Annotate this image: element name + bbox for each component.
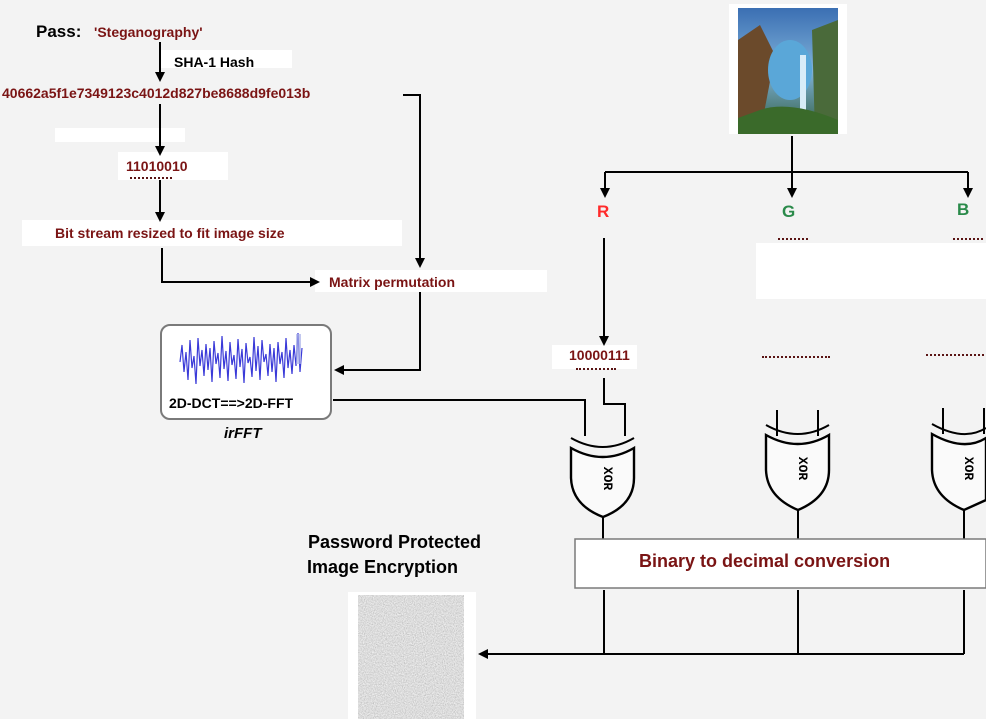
b-bits-dots — [926, 354, 984, 356]
arrow-conversion-to-output — [478, 590, 965, 659]
arrow-fft-to-xor — [333, 399, 586, 436]
key-bits: 11010010 — [126, 158, 188, 174]
output-title-line1: Password Protected — [308, 532, 482, 552]
conversion-box — [574, 538, 986, 589]
xor-gate-g — [764, 410, 831, 540]
conversion-label: Binary to decimal conversion — [639, 551, 891, 571]
pixel-bits-dots — [576, 368, 616, 370]
encrypted-image — [348, 592, 476, 719]
key-bits-dots — [130, 177, 172, 179]
xor-gate-r — [569, 437, 636, 540]
arrow-resize-to-matrix — [161, 248, 320, 287]
matrix-label: Matrix permutation — [329, 274, 456, 290]
arrow-matrix-to-fft — [334, 292, 421, 375]
hash-value: 40662a5f1e7349123c4012d827be8688d9fe013b — [2, 85, 311, 101]
resize-label: Bit stream resized to fit image size — [55, 225, 285, 241]
waveform-icon — [179, 332, 303, 385]
output-title-line2: Image Encryption — [307, 557, 459, 577]
pass-value: 'Steganography' — [94, 24, 203, 40]
g-bits-dots — [762, 356, 830, 358]
source-image — [729, 4, 847, 134]
arrow-image-to-channels — [600, 136, 973, 198]
fft-box — [160, 324, 332, 420]
channel-b-dots — [953, 238, 983, 240]
xor-label-b: XOR — [961, 456, 977, 481]
fft-caption: irFFT — [224, 425, 262, 442]
arrow-hash-to-matrix — [403, 94, 425, 268]
channel-b-label: B — [957, 200, 970, 219]
pixel-bits: 10000111 — [569, 347, 630, 363]
pass-label: Pass: — [36, 22, 82, 41]
hash-label: SHA-1 Hash — [174, 54, 255, 70]
fft-box-label: 2D-DCT==>2D-FFT — [169, 395, 294, 411]
channel-r-label: R — [597, 202, 610, 221]
xor-label-r: XOR — [600, 466, 616, 491]
arrow-bits-to-xor — [603, 378, 626, 436]
channel-g-label: G — [782, 202, 796, 221]
channel-g-dots — [778, 238, 808, 240]
xor-label-g: XOR — [795, 456, 811, 481]
xor-gate-b — [930, 408, 986, 540]
